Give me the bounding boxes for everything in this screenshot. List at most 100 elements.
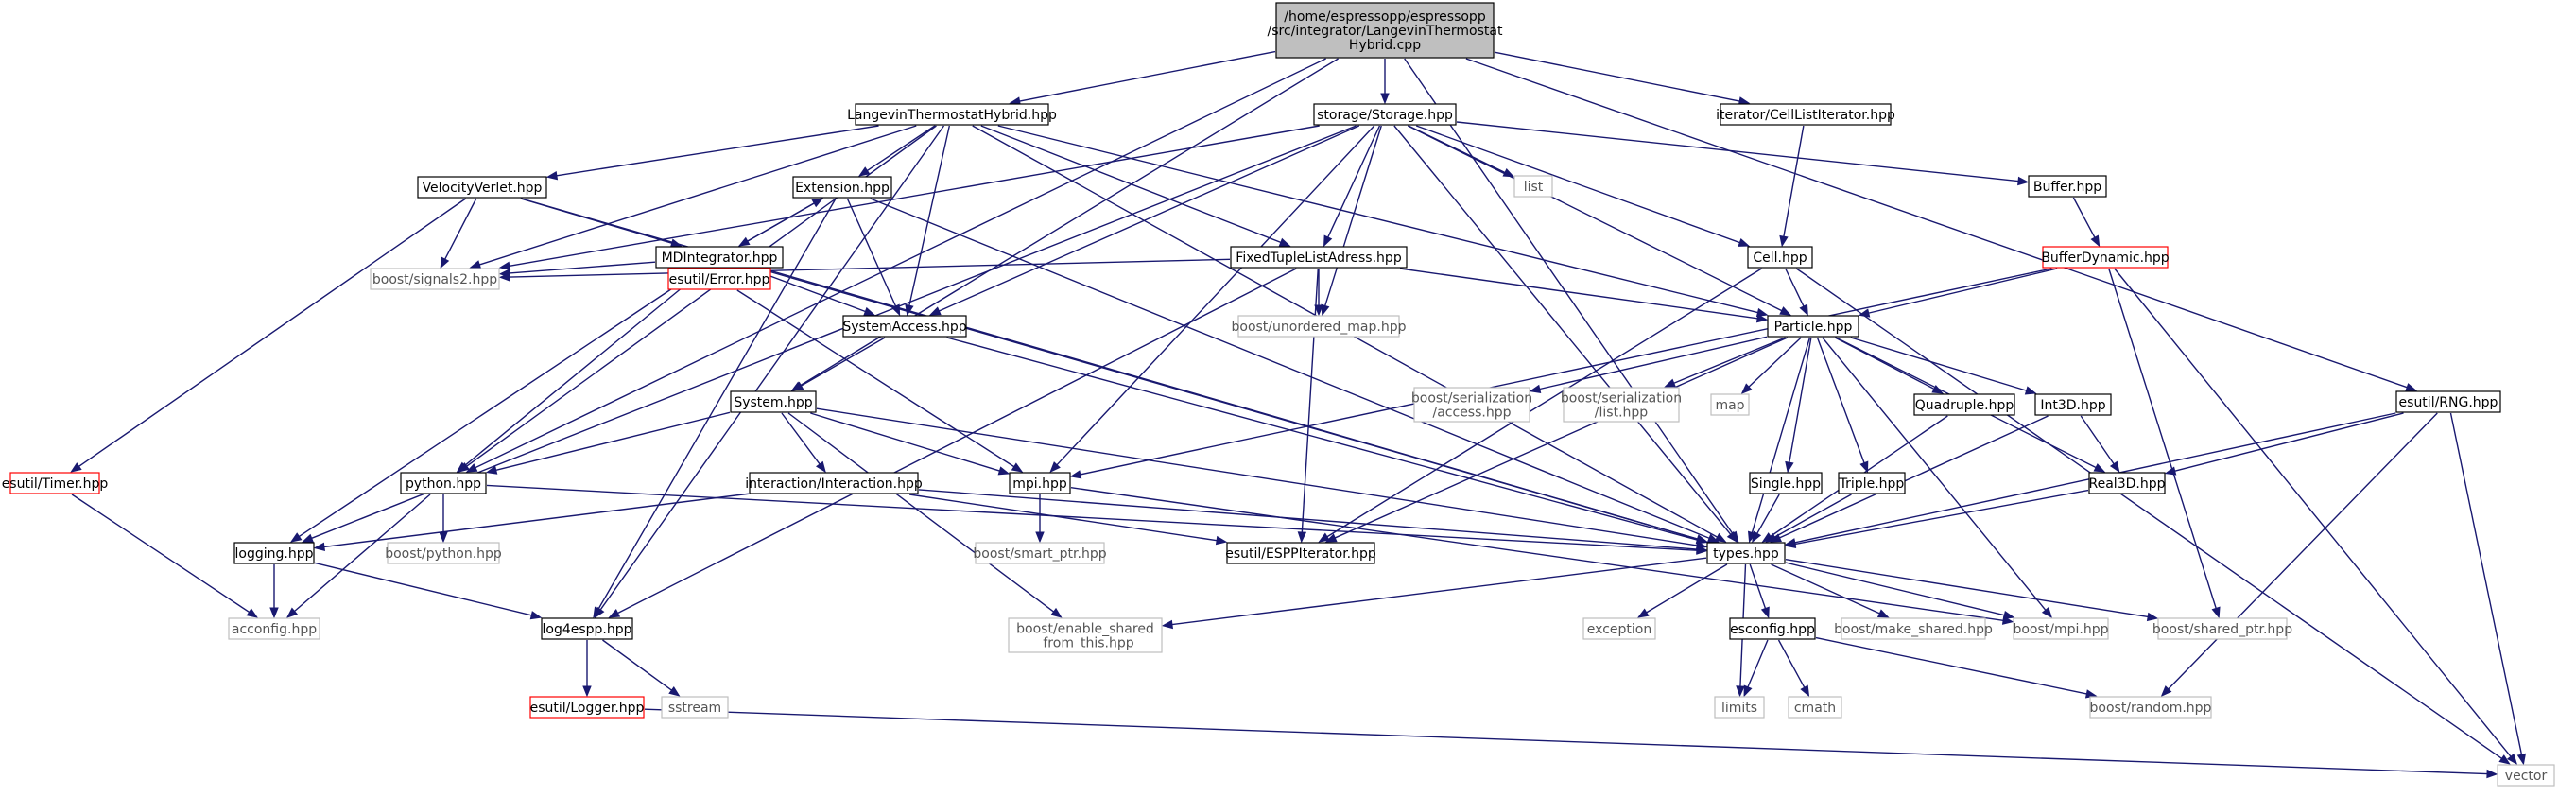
edge-arrowhead <box>1779 234 1789 248</box>
edge-arrowhead <box>668 685 681 697</box>
node-label-line: esutil/ESPPIterator.hpp <box>1225 546 1376 562</box>
edge-line <box>1393 125 1732 535</box>
node-real3d[interactable]: Real3D.hpp <box>2088 472 2166 494</box>
node-ext[interactable]: Extension.hpp <box>792 176 892 199</box>
node-vv[interactable]: VelocityVerlet.hpp <box>417 176 547 199</box>
node-storage[interactable]: storage/Storage.hpp <box>1313 103 1457 126</box>
edge-arrowhead <box>465 463 478 473</box>
node-layer: /home/espressopp/espressopp/src/integrat… <box>2 2 2555 787</box>
edge-esconfig-to-cmath <box>1777 639 1810 698</box>
node-timer[interactable]: esutil/Timer.hpp <box>2 472 109 494</box>
edge-arrowhead <box>1760 606 1770 619</box>
edge-lth-to-ext <box>857 125 936 177</box>
node-root[interactable]: /home/espressopp/espressopp/src/integrat… <box>1268 2 1503 59</box>
edge-storage-to-sysacc <box>928 125 1360 316</box>
edge-lth-to-ftla <box>980 125 1291 247</box>
edge-line <box>1868 268 2058 314</box>
edge-arrowhead <box>1784 538 1797 547</box>
node-logger[interactable]: esutil/Logger.hpp <box>529 696 645 719</box>
node-sysacc[interactable]: SystemAccess.hpp <box>842 315 967 338</box>
edge-line <box>1494 51 1740 102</box>
edge-line <box>2168 412 2438 690</box>
edge-lth-to-particle <box>997 125 1769 318</box>
node-limits: limits <box>1714 696 1765 719</box>
edge-line <box>1748 337 1802 388</box>
edge-particle-to-bser_list <box>1664 337 1786 388</box>
edge-particle-to-map <box>1740 337 1802 394</box>
edge-triple-to-types <box>1765 494 1852 543</box>
node-logging[interactable]: logging.hpp <box>233 542 315 564</box>
node-types[interactable]: types.hpp <box>1706 542 1786 564</box>
node-system[interactable]: System.hpp <box>730 390 817 413</box>
edge-int3d-to-real3d <box>2080 415 2120 474</box>
node-int3d[interactable]: Int3D.hpp <box>2034 393 2112 416</box>
edge-line <box>738 202 815 247</box>
node-makeshared: boost/make_shared.hpp <box>1834 617 1993 640</box>
edge-arrowhead <box>1752 530 1762 544</box>
edge-logging-to-log4espp <box>314 562 543 620</box>
edge-rng-to-brandom <box>2160 412 2438 697</box>
node-err[interactable]: esutil/Error.hpp <box>667 268 771 290</box>
edge-line <box>314 562 532 616</box>
edge-arrowhead <box>2506 753 2518 766</box>
node-lth[interactable]: LangevinThermostatHybrid.hpp <box>847 103 1057 126</box>
edge-storage-to-buffer <box>1456 121 2030 186</box>
node-box <box>1913 393 2015 416</box>
edge-arrowhead <box>1755 307 1769 318</box>
node-esconfig[interactable]: esconfig.hpp <box>1729 617 1816 640</box>
node-triple[interactable]: Triple.hpp <box>1838 472 1906 494</box>
edge-line <box>602 639 672 691</box>
node-cli[interactable]: iterator/CellListIterator.hpp <box>1716 103 1895 126</box>
edge-line <box>1785 558 2149 618</box>
node-bufdyn[interactable]: BufferDynamic.hpp <box>2041 246 2170 269</box>
node-vector: vector <box>2497 764 2555 787</box>
node-label-line: esconfig.hpp <box>1730 622 1815 637</box>
edge-root-to-cli <box>1494 51 1751 106</box>
node-label-line: boost/make_shared.hpp <box>1834 622 1993 637</box>
edge-arrowhead <box>582 685 592 698</box>
node-inter[interactable]: interaction/Interaction.hpp <box>745 472 923 494</box>
node-box <box>749 472 919 494</box>
edge-root-to-storage <box>1380 59 1390 105</box>
node-ftla[interactable]: FixedTupleListAdress.hpp <box>1230 246 1408 269</box>
edge-arrowhead <box>246 608 259 618</box>
edge-arrowhead <box>285 607 298 618</box>
node-bser_list: boost/serialization/list.hpp <box>1561 387 1682 423</box>
node-box <box>1275 2 1495 59</box>
node-label-line: Single.hpp <box>1751 476 1821 492</box>
node-log4espp[interactable]: log4espp.hpp <box>541 617 633 640</box>
node-particle[interactable]: Particle.hpp <box>1767 315 1859 338</box>
edge-line <box>509 258 1231 278</box>
edge-inter-to-espp <box>909 494 1228 546</box>
edge-line <box>78 198 467 467</box>
node-bsmart: boost/smart_ptr.hpp <box>973 542 1107 564</box>
edge-arrowhead <box>498 261 511 270</box>
node-box <box>1841 617 1986 640</box>
edge-line <box>556 125 879 177</box>
edge-buffer-to-bufdyn <box>2072 197 2101 248</box>
edge-arrowhead <box>1314 304 1323 317</box>
edge-arrowhead <box>439 531 448 544</box>
node-bshared: boost/shared_ptr.hpp <box>2152 617 2292 640</box>
node-buffer[interactable]: Buffer.hpp <box>2028 175 2107 198</box>
node-mdi[interactable]: MDIntegrator.hpp <box>655 246 784 269</box>
node-single[interactable]: Single.hpp <box>1749 472 1823 494</box>
edge-arrowhead <box>1706 533 1720 543</box>
node-rng[interactable]: esutil/RNG.hpp <box>2395 390 2501 413</box>
edge-line <box>1795 268 2502 759</box>
node-box <box>1008 617 1163 653</box>
node-quad[interactable]: Quadruple.hpp <box>1913 393 2015 416</box>
node-label-line: python.hpp <box>406 476 481 492</box>
edge-arrowhead <box>1799 303 1808 317</box>
node-list: list <box>1513 175 1553 198</box>
edge-arrowhead <box>529 611 543 620</box>
node-python[interactable]: python.hpp <box>400 472 487 494</box>
edge-line <box>1070 487 2004 622</box>
node-mpi[interactable]: mpi.hpp <box>1009 472 1071 494</box>
node-cell[interactable]: Cell.hpp <box>1747 246 1813 269</box>
edge-root-to-rng <box>1465 58 2417 392</box>
node-box <box>1009 472 1071 494</box>
edge-line <box>2114 268 2512 757</box>
edge-line <box>1404 58 1734 535</box>
node-espp[interactable]: esutil/ESPPIterator.hpp <box>1225 542 1376 564</box>
